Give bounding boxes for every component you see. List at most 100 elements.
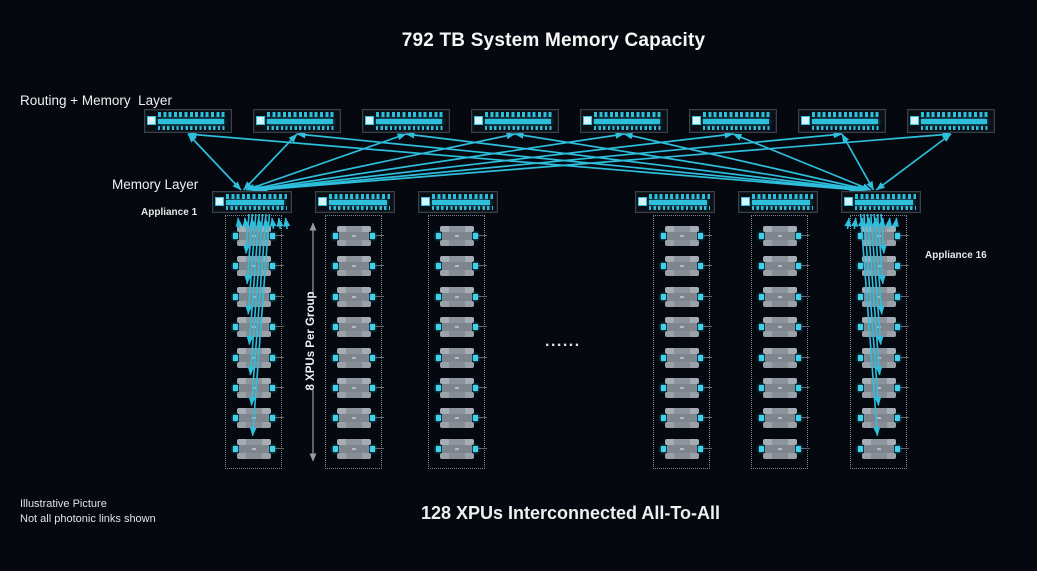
xpu-chip [332,378,384,398]
board-center-bar [703,119,769,124]
memory-board [213,192,291,212]
xpu-chip [232,286,284,307]
footnote: Illustrative Picture Not all photonic li… [20,497,156,527]
chip-trace-stub [477,235,487,236]
chip-center-mark [251,447,256,450]
chip-center-mark [777,417,782,420]
chip-right-connector [369,385,375,391]
chip-left-connector [332,354,338,361]
chip-trace-stub [477,447,487,449]
chip-left-connector [435,324,441,331]
board-pin-row-top [812,112,881,117]
chip-right-connector [894,293,900,300]
chip-top-tabs [762,408,797,415]
chip-right-connector [269,324,275,331]
chip-left-connector [232,293,238,300]
chip-left-connector [435,263,441,270]
board-center-bar [594,119,660,124]
chip-trace-stub [702,235,712,236]
chip-bottom-tabs [336,452,371,459]
xpu-chip [857,438,909,459]
board-pin-row-top [921,112,990,117]
chip-right-connector [795,324,801,331]
xpu-chip [857,347,909,368]
chip-center-mark [351,356,356,359]
chip-left-connector [232,445,238,452]
chip-top-tabs [336,408,371,415]
chip-left-connector [758,445,764,452]
chip-bottom-tabs [236,392,271,398]
chip-trace-stub [274,356,284,358]
chip-center-mark [876,326,881,329]
board-pin-row-bottom [432,206,493,210]
chip-left-connector [232,354,238,361]
xpu-group [653,215,712,469]
xpu-group [850,215,909,469]
chip-right-connector [795,415,801,422]
board-pin-row-top [594,112,663,117]
chip-bottom-tabs [336,392,371,398]
board-pin-row-bottom [158,126,227,130]
xpu-chip [332,286,384,307]
chip-right-connector [697,233,703,239]
chip-top-tabs [336,347,371,354]
memory-board [636,192,714,212]
chip-right-connector [369,415,375,422]
chip-top-tabs [336,286,371,293]
routing-memory-board [145,110,231,132]
chip-trace-stub [702,326,712,328]
chip-right-connector [795,263,801,270]
chip-bottom-tabs [336,240,371,246]
xpu-chip [232,226,284,246]
memory-board [739,192,817,212]
chip-trace-stub [800,417,810,419]
board-pin-row-top [649,194,710,199]
chip-trace-stub [899,356,909,358]
chip-bottom-tabs [336,270,371,277]
board-pin-row-top [226,194,287,199]
xpu-chip [758,347,810,368]
chip-top-tabs [664,286,699,293]
board-corner-square [638,197,647,206]
chip-center-mark [351,417,356,420]
chip-trace-stub [899,326,909,328]
xpu-chip [435,256,487,277]
chip-top-tabs [861,408,896,415]
chip-center-mark [679,265,684,268]
board-pin-row-bottom [485,126,554,130]
chip-top-tabs [762,226,797,232]
appliance-16-label: Appliance 16 [925,250,987,261]
chip-top-tabs [664,408,699,415]
chip-trace-stub [477,265,487,267]
board-corner-square [583,116,592,125]
chip-bottom-tabs [439,331,474,338]
chip-right-connector [795,233,801,239]
routing-memory-board [690,110,776,132]
board-corner-square [215,197,224,206]
chip-trace-stub [274,265,284,267]
memory-board [842,192,920,212]
chip-bottom-tabs [439,361,474,368]
board-corner-square [692,116,701,125]
chip-left-connector [232,324,238,331]
chip-right-connector [894,233,900,239]
chip-left-connector [332,293,338,300]
xpu-chip [332,347,384,368]
chip-left-connector [857,263,863,270]
chip-left-connector [758,354,764,361]
xpu-group [225,215,284,469]
chip-bottom-tabs [664,240,699,246]
xpu-chip [758,438,810,459]
board-corner-square [844,197,853,206]
chip-bottom-tabs [762,331,797,338]
chip-center-mark [251,417,256,420]
board-center-bar [855,200,913,205]
routing-memory-board [908,110,994,132]
chip-left-connector [857,293,863,300]
xpu-chip [758,378,810,398]
chip-left-connector [232,415,238,422]
chip-top-tabs [336,256,371,263]
chip-left-connector [758,415,764,422]
chip-right-connector [472,415,478,422]
chip-top-tabs [664,347,699,354]
